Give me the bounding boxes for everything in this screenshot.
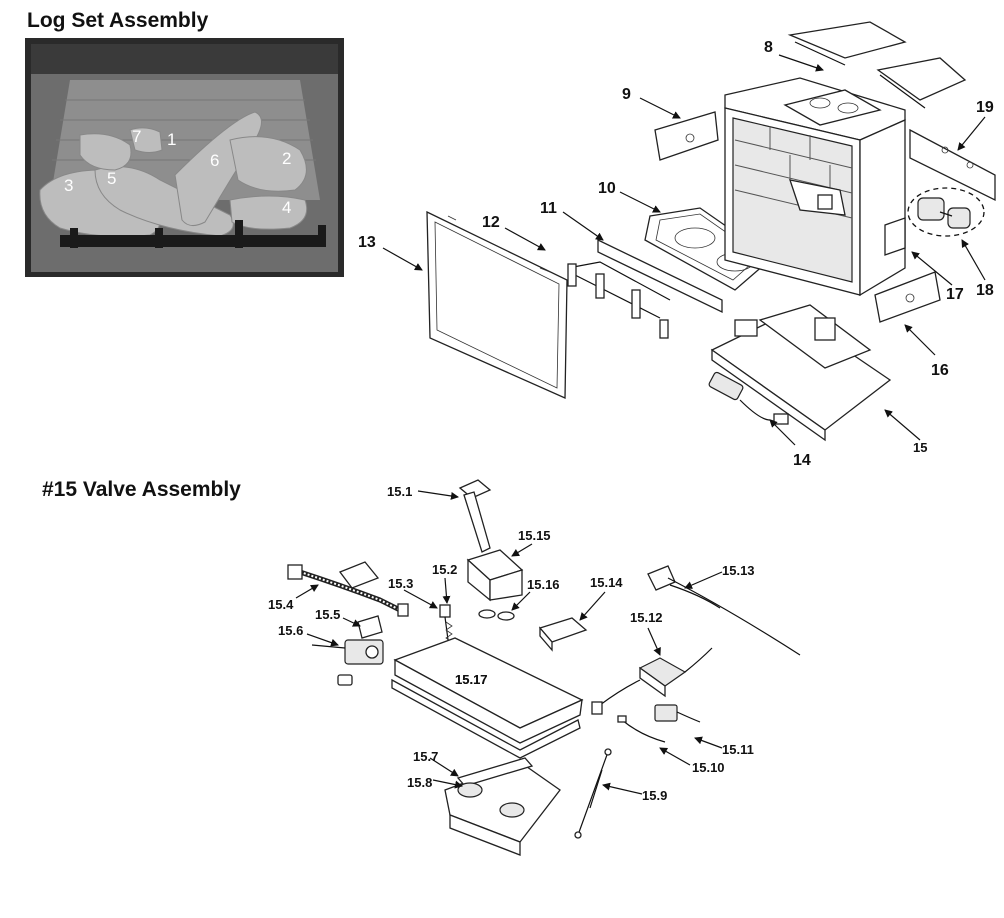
callout-16: 16 [931, 362, 949, 379]
part-19-back-panel [909, 128, 996, 202]
part-15-4-gas-line [287, 561, 409, 617]
part-15-9-wire [574, 748, 612, 839]
callout-15-13: 15.13 [722, 563, 755, 578]
part-18-blower [907, 187, 985, 237]
callout-15-10: 15.10 [692, 760, 725, 775]
part-11-grate [567, 238, 723, 339]
callout-19: 19 [976, 99, 994, 116]
part-9-side-plate [654, 111, 719, 161]
log-photo-label-1: 1 [167, 130, 176, 149]
log-photo-label-4: 4 [282, 198, 291, 217]
valve-callout-arrows [295, 490, 723, 795]
callout-18: 18 [976, 282, 994, 299]
callout-17: 17 [946, 286, 964, 303]
callout-15-8: 15.8 [407, 775, 432, 790]
callout-15-3: 15.3 [388, 576, 413, 591]
part-15-1-arm [458, 479, 492, 553]
log-photo-label-6: 6 [210, 151, 219, 170]
callout-15-7: 15.7 [413, 749, 438, 764]
callout-15-6: 15.6 [278, 623, 303, 638]
callout-14: 14 [793, 452, 811, 469]
callout-15-15: 15.15 [518, 528, 551, 543]
part-16-side-panel [874, 271, 941, 323]
log-photo-label-7: 7 [132, 127, 141, 146]
callout-15-16: 15.16 [527, 577, 560, 592]
main-callouts: 8 9 10 11 12 13 14 15 16 17 18 19 [358, 39, 994, 469]
log-photo-label-5: 5 [107, 169, 116, 188]
part-15-14-module [538, 617, 588, 652]
valve-callouts: 15.1 15.2 15.3 15.4 15.5 15.6 15.7 15.8 … [268, 484, 755, 803]
callout-15-12: 15.12 [630, 610, 663, 625]
part-15-15-box [466, 549, 524, 602]
part-15-11-connector [654, 704, 701, 723]
callout-15-9: 15.9 [642, 788, 667, 803]
callout-15: 15 [913, 440, 927, 455]
callout-15-11: 15.11 [722, 742, 754, 757]
part-10-burner [644, 207, 774, 291]
part-15-valve-tray [710, 304, 892, 442]
callout-15-2: 15.2 [432, 562, 457, 577]
callout-15-14: 15.14 [590, 575, 623, 590]
part-13-glass-door [426, 210, 568, 399]
callout-15-1: 15.1 [387, 484, 412, 499]
part-15-5-bracket [357, 615, 383, 639]
part-8-top-plates [787, 21, 967, 109]
part-15-7-bottom-tray [444, 757, 561, 856]
callout-15-17: 15.17 [455, 672, 488, 687]
callout-9: 9 [622, 86, 631, 103]
callout-15-4: 15.4 [268, 597, 294, 612]
part-17-bracket [884, 217, 906, 256]
log-set-title: Log Set Assembly [27, 9, 209, 32]
firebox-body [724, 77, 906, 297]
svg-text:15.17: 15.17 [455, 672, 488, 687]
callout-15-5: 15.5 [315, 607, 340, 622]
part-15-16-clips [478, 609, 515, 621]
callout-13: 13 [358, 234, 376, 251]
log-photo-label-3: 3 [64, 176, 73, 195]
callout-10: 10 [598, 180, 616, 197]
part-14-power-cord [708, 371, 789, 425]
main-callout-arrows [382, 54, 986, 446]
part-15-13-wire-harness [647, 565, 801, 656]
log-photo-label-2: 2 [282, 149, 291, 168]
part-15-10-harness [617, 715, 666, 743]
valve-assembly-title: #15 Valve Assembly [42, 478, 241, 501]
callout-12: 12 [482, 214, 500, 231]
callout-8: 8 [764, 39, 773, 56]
callout-11: 11 [540, 200, 557, 217]
part-15-12-transformer [591, 647, 713, 715]
log-set-photo: 1 2 3 4 5 6 7 [25, 38, 344, 277]
part-15-17-base-plate: 15.17 [391, 637, 584, 759]
part-15-6-valve [311, 639, 384, 686]
